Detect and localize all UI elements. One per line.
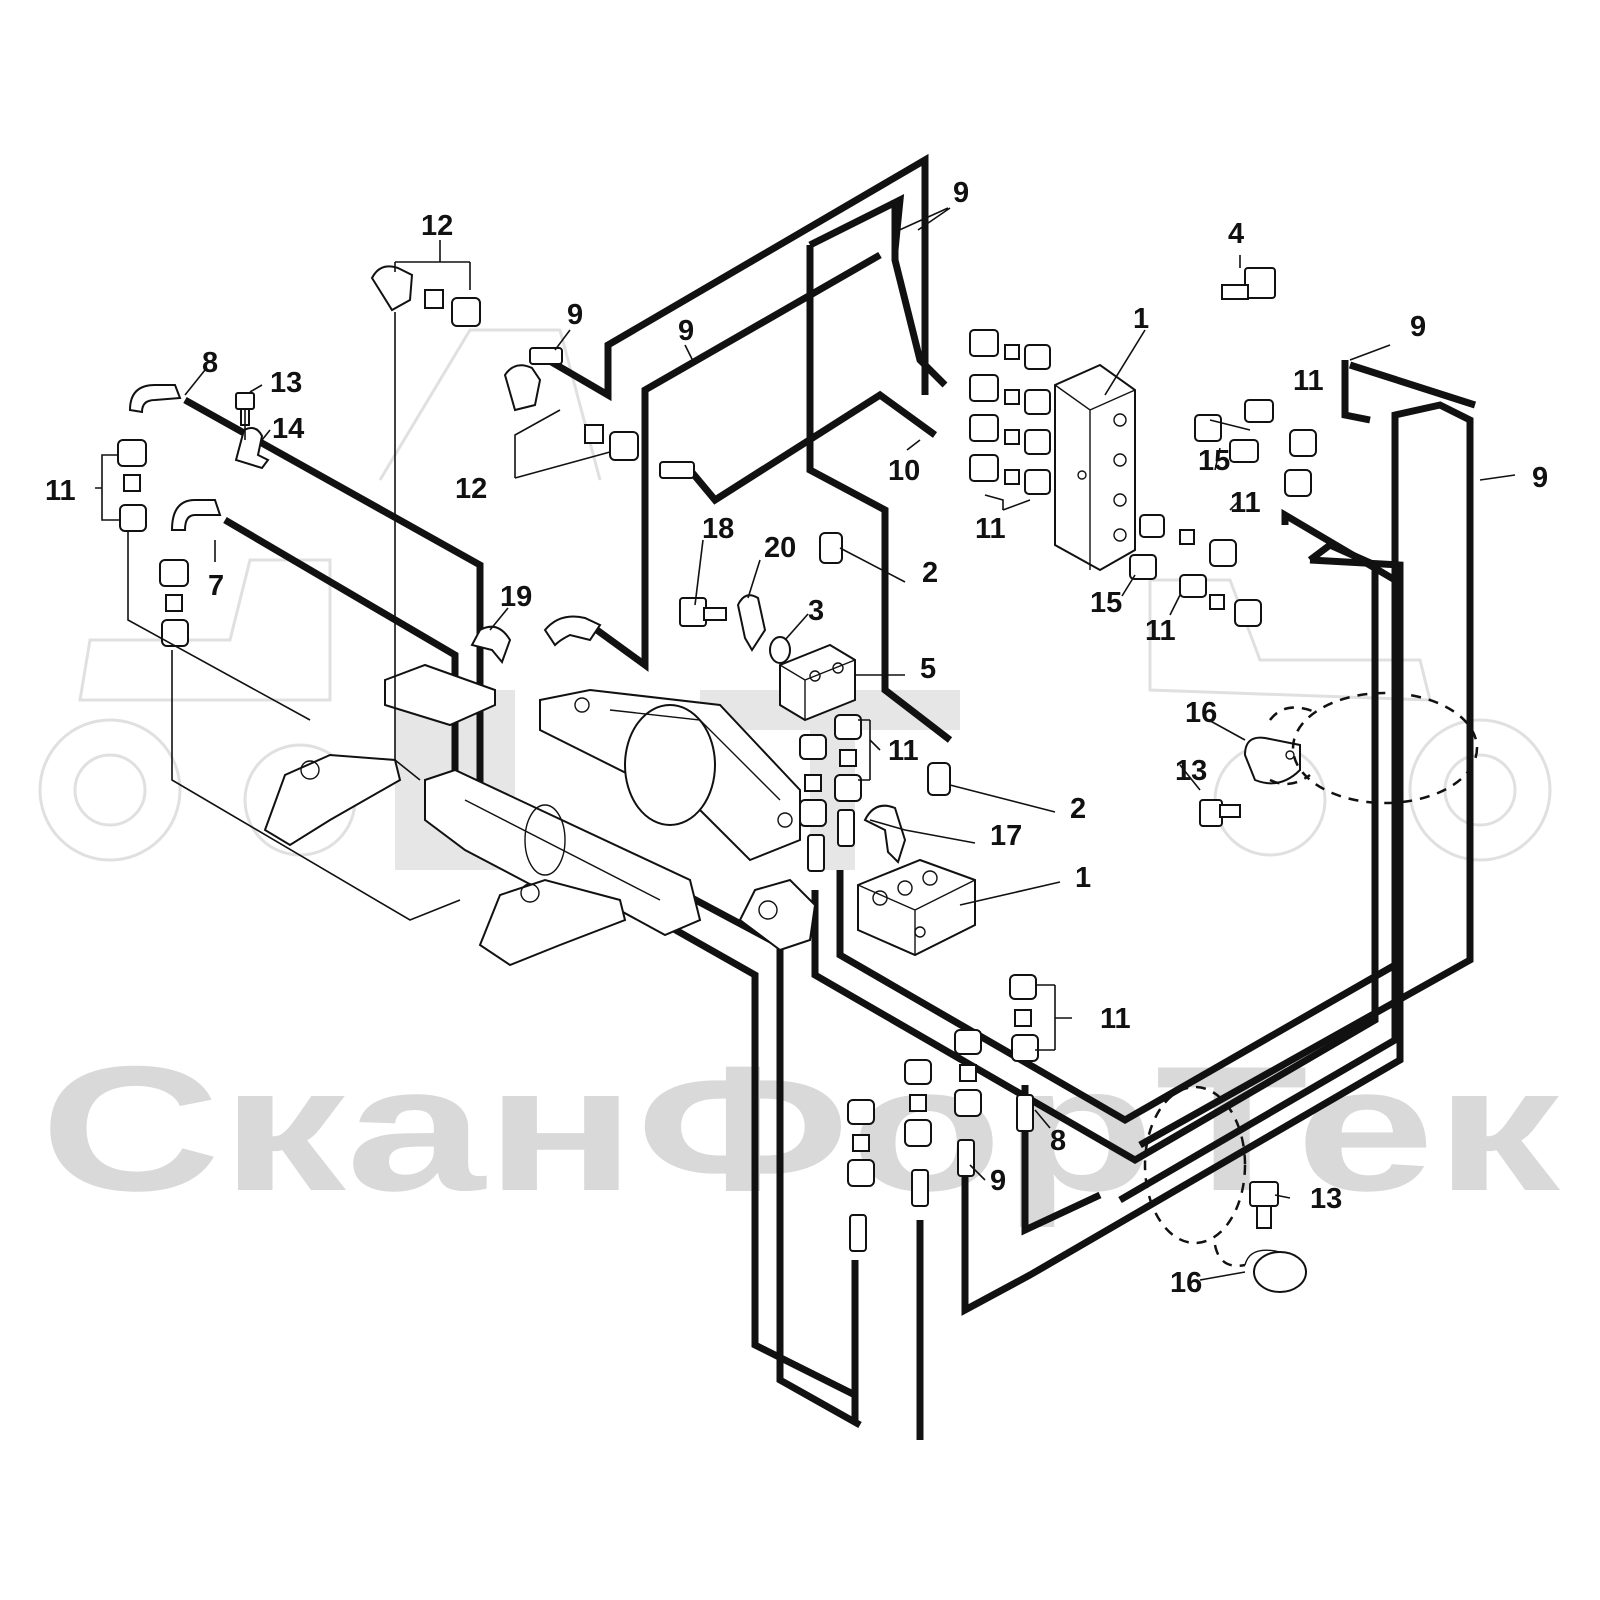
bracket-upper-left [384,663,496,727]
nipple-2-top [819,532,843,564]
callout-labels: 9 12 4 1 9 9 9 9 8 13 14 11 7 12 10 11 1… [45,177,1548,1299]
pipe-right-loop-2 [1348,361,1477,409]
detail-circle-top [1291,691,1479,805]
callout-11-r3: 11 [975,513,1006,545]
callout-11-r1: 11 [1293,365,1324,397]
bracket-right [738,878,817,952]
callout-8-low: 8 [1050,1125,1066,1157]
callout-10: 10 [888,455,920,487]
callout-2-low: 2 [1070,793,1086,825]
detail-connector-low [1213,1244,1246,1268]
callout-20: 20 [764,532,796,564]
pipe-mid-vertical [806,245,953,743]
elbow-near-19 [543,615,602,647]
callout-17: 17 [990,820,1022,852]
callout-9-mid: 9 [567,299,583,331]
callout-16-top: 16 [1185,697,1217,729]
fittings-11-left-of-block1 [969,329,1051,495]
pipe-7-left-long [223,516,857,1399]
bolt-13-low [1249,1181,1279,1229]
components [117,265,1479,1293]
callout-12-mid: 12 [455,473,487,505]
pipe-top-outer [546,153,929,402]
nipple-2-low [927,762,951,796]
washer-3 [769,636,791,664]
distributor-block-1-low [857,858,976,957]
callout-18: 18 [702,513,734,545]
callout-11-r2: 11 [1230,487,1261,519]
pipe-10 [687,390,938,505]
pipe-right-mid [1118,508,1399,1204]
pipe-right-loop-1 [1341,360,1371,424]
block-5 [779,643,856,722]
fittings-11-left-stack [117,439,189,647]
detail-connector-top [1269,706,1316,786]
fittings-11-low [847,974,1039,1252]
clip-19 [470,625,512,664]
callout-9-top: 9 [953,177,969,209]
pipe-lower-8 [1021,1085,1102,1236]
pipe-lower-9 [961,556,1404,1316]
bolt-4 [1221,267,1276,300]
leader-lines [95,207,1516,1281]
elbow-7 [170,499,222,531]
callout-13-low: 13 [1310,1183,1342,1215]
clip-20 [736,594,767,652]
callout-7: 7 [208,570,224,602]
callout-9-far-right: 9 [1532,462,1548,494]
callout-9-low: 9 [990,1165,1006,1197]
pipe-lower-a [836,401,1474,1149]
pipe-mid-to-block5 [808,194,905,251]
callout-11-left: 11 [45,475,76,507]
callout-11-low: 11 [1100,1003,1131,1035]
bolt-18 [679,597,727,627]
callout-15-a: 15 [1198,445,1230,477]
elbow-fittings-12 [370,265,695,479]
callout-16-low: 16 [1170,1267,1202,1299]
bolt-13-right [1199,799,1241,827]
clamp-16-top [1243,736,1301,785]
callout-4: 4 [1228,218,1244,250]
callout-15-b: 15 [1090,587,1122,619]
watermark: СканФорТек [38,328,1561,1228]
bracket-mount-left [263,753,402,847]
callout-9-mid2: 9 [678,315,694,347]
fittings-11-center [799,714,862,872]
fittings-11-15-right-of-block1 [1129,399,1317,627]
bracket-mount-center [478,878,627,967]
elbow-8 [128,384,182,414]
callout-2-top: 2 [922,557,938,589]
callout-9-right: 9 [1410,311,1426,343]
callout-11-r4: 11 [1145,615,1176,647]
callout-5: 5 [920,653,936,685]
callout-19: 19 [500,581,532,613]
callout-8-left: 8 [202,347,218,379]
callout-13-right: 13 [1175,755,1207,787]
pipe-9-mid [587,251,882,672]
clip-17 [863,804,907,864]
callout-13-left: 13 [270,367,302,399]
callout-14: 14 [272,413,304,445]
axle-housing [539,688,801,862]
callout-1-low: 1 [1075,862,1091,894]
clamp-16-low [1244,1249,1307,1293]
callout-3: 3 [808,595,824,627]
axle-frame-lower [424,768,702,937]
distributor-block-1-top [1054,363,1136,572]
detail-circle-low [1143,1085,1247,1245]
callout-12-top: 12 [421,210,453,242]
callout-1-top: 1 [1133,303,1149,335]
callout-11-center: 11 [888,735,919,767]
